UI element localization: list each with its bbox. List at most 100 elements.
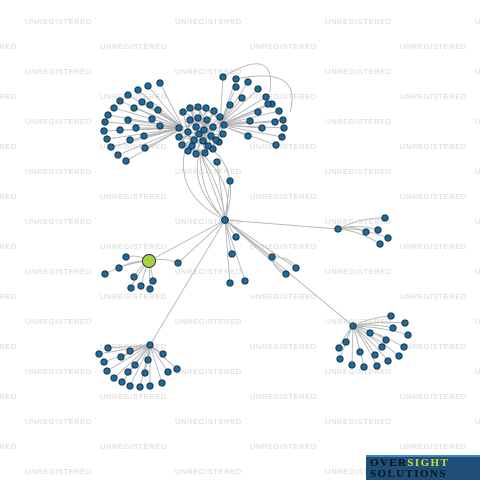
network-edge xyxy=(219,88,259,126)
network-node xyxy=(110,104,118,112)
network-node xyxy=(146,101,154,109)
network-node xyxy=(116,126,124,134)
network-node xyxy=(200,126,208,134)
network-node xyxy=(186,116,194,124)
network-node xyxy=(140,132,148,140)
network-node xyxy=(226,101,234,109)
network-node xyxy=(134,86,142,94)
network-node xyxy=(342,338,350,346)
network-edge xyxy=(219,81,249,126)
network-edge xyxy=(199,151,226,221)
network-node xyxy=(362,228,370,236)
network-node xyxy=(226,177,234,185)
network-node xyxy=(101,270,109,278)
network-node xyxy=(389,324,397,332)
network-edge xyxy=(199,151,226,221)
network-node xyxy=(127,284,135,292)
network-node xyxy=(209,123,217,131)
network-node xyxy=(184,128,192,136)
network-node xyxy=(378,343,386,351)
network-node xyxy=(103,135,111,143)
network-edge xyxy=(182,149,226,221)
network-node xyxy=(207,132,215,140)
network-node xyxy=(374,226,382,234)
logo-word-sight: SIGHT xyxy=(407,457,450,469)
network-node xyxy=(376,240,384,248)
network-node xyxy=(122,157,130,165)
network-node xyxy=(174,259,182,267)
network-node xyxy=(141,369,149,377)
network-node xyxy=(124,368,132,376)
network-node xyxy=(154,106,162,114)
network-node xyxy=(366,329,374,337)
network-node xyxy=(173,365,181,373)
network-node xyxy=(146,285,154,293)
network-node xyxy=(118,378,126,386)
network-node xyxy=(387,312,395,320)
network-node xyxy=(212,136,220,144)
network-node xyxy=(179,108,187,116)
network-node xyxy=(254,85,262,93)
network-node xyxy=(116,97,124,105)
network-node xyxy=(241,277,249,285)
network-node xyxy=(258,124,266,132)
network-edge xyxy=(127,344,151,373)
network-edge xyxy=(133,107,184,129)
network-node xyxy=(360,363,368,371)
logo-word-over: OVER xyxy=(370,457,408,469)
network-edge xyxy=(178,136,197,155)
network-node xyxy=(335,344,343,352)
network-node xyxy=(156,122,164,130)
network-node xyxy=(124,116,132,124)
network-node xyxy=(348,361,356,369)
network-node xyxy=(137,282,145,290)
network-node xyxy=(190,136,198,144)
network-edge xyxy=(106,344,151,372)
network-node xyxy=(95,350,103,358)
network-node xyxy=(192,123,200,131)
network-edge xyxy=(224,180,231,221)
network-node xyxy=(220,121,228,129)
network-edge xyxy=(216,161,226,221)
network-node xyxy=(103,367,111,375)
network-node xyxy=(244,132,252,140)
network-edge xyxy=(337,228,381,245)
network-edge xyxy=(129,344,151,387)
network-node xyxy=(192,150,200,158)
network-edge xyxy=(113,344,151,379)
network-node xyxy=(228,250,236,258)
network-node xyxy=(110,374,118,382)
network-node xyxy=(100,127,108,135)
network-node xyxy=(126,136,134,144)
network-node xyxy=(203,116,211,124)
network-node xyxy=(226,279,234,287)
network-node xyxy=(404,331,412,339)
network-node xyxy=(194,114,202,122)
network-node xyxy=(279,116,287,124)
network-edge xyxy=(149,344,169,373)
network-edge xyxy=(177,219,226,264)
network-edge xyxy=(224,219,231,284)
network-edge xyxy=(196,151,226,221)
network-edge xyxy=(197,106,221,118)
network-node xyxy=(122,253,130,261)
network-node xyxy=(201,149,209,157)
network-node xyxy=(114,151,122,159)
network-edge xyxy=(235,75,293,113)
network-node xyxy=(178,141,186,149)
network-node xyxy=(219,130,227,138)
network-node xyxy=(371,351,379,359)
network-node xyxy=(107,143,115,151)
network-node xyxy=(195,130,203,138)
network-node xyxy=(210,107,218,115)
network-node xyxy=(384,357,392,365)
network-node xyxy=(275,107,283,115)
network-node xyxy=(244,78,252,86)
network-node xyxy=(262,93,270,101)
network-node xyxy=(141,144,149,152)
network-node xyxy=(132,124,140,132)
network-node xyxy=(175,124,183,132)
network-node xyxy=(175,133,183,141)
network-edge xyxy=(224,219,339,230)
